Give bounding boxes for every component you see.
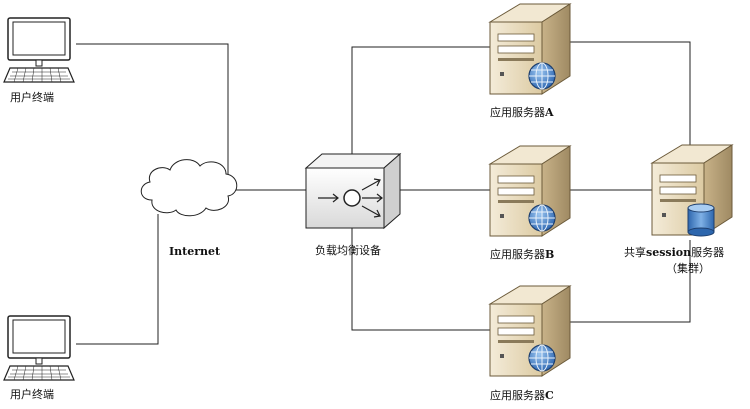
svg-text:应用服务器C: 应用服务器C bbox=[490, 388, 554, 402]
globe-icon bbox=[528, 62, 556, 90]
svg-text:共享session服务器: 共享session服务器 bbox=[624, 245, 724, 259]
session-label-cluster: （集群） bbox=[666, 261, 710, 275]
computer-icon bbox=[3, 17, 75, 83]
load-balancer-icon bbox=[304, 152, 402, 230]
load-balancer-label: 负载均衡设备 bbox=[315, 243, 381, 257]
load-balancer: 负载均衡设备 bbox=[304, 152, 402, 257]
svg-text:应用服务器A: 应用服务器A bbox=[490, 105, 554, 119]
server-b-letter: B bbox=[545, 248, 554, 261]
app-server-a: 应用服务器A bbox=[489, 3, 571, 119]
link-server-c-session bbox=[562, 240, 691, 323]
link-server-a-session bbox=[562, 41, 691, 145]
cloud-icon bbox=[140, 159, 238, 217]
link-loadbalancer-server-c bbox=[351, 226, 492, 331]
link-terminal-bottom-internet bbox=[76, 214, 159, 345]
terminal-top-label: 用户终端 bbox=[10, 90, 54, 104]
session-server: 共享session服务器 （集群） bbox=[624, 144, 733, 275]
connections bbox=[76, 41, 691, 345]
globe-icon bbox=[528, 204, 556, 232]
server-b-label: 应用服务器 bbox=[490, 247, 545, 261]
computer-icon bbox=[3, 315, 75, 381]
link-terminal-top-internet bbox=[76, 43, 229, 178]
internet-label: Internet bbox=[169, 245, 221, 258]
user-terminal-top: 用户终端 bbox=[3, 17, 75, 104]
session-label-post: 服务器 bbox=[691, 246, 724, 259]
session-label-word: session bbox=[646, 246, 691, 259]
server-a-label: 应用服务器 bbox=[490, 105, 545, 119]
globe-icon bbox=[528, 344, 556, 372]
session-label-pre: 共享 bbox=[624, 245, 646, 259]
app-server-b: 应用服务器B bbox=[489, 145, 571, 261]
terminal-bottom-label: 用户终端 bbox=[10, 387, 54, 401]
svg-text:应用服务器B: 应用服务器B bbox=[490, 247, 554, 261]
server-a-letter: A bbox=[544, 106, 554, 119]
server-c-letter: C bbox=[545, 389, 554, 402]
internet-cloud: Internet bbox=[140, 159, 238, 258]
server-c-label: 应用服务器 bbox=[490, 388, 545, 402]
link-loadbalancer-server-a bbox=[351, 46, 492, 162]
app-server-c: 应用服务器C bbox=[489, 285, 571, 402]
user-terminal-bottom: 用户终端 bbox=[3, 315, 75, 401]
database-icon bbox=[687, 203, 715, 237]
